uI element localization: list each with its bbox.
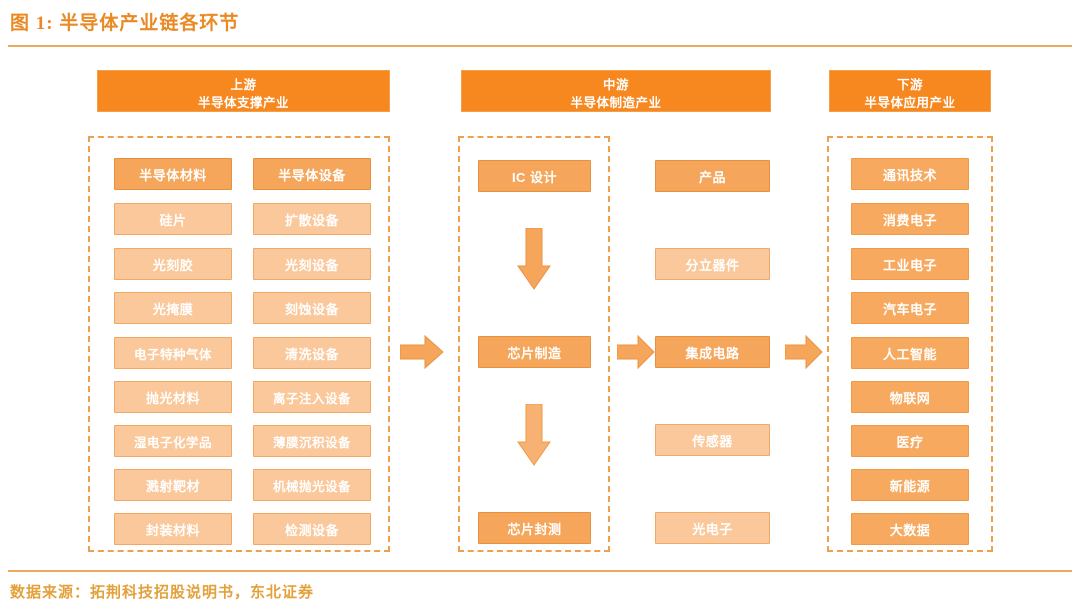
node-process-fab[interactable]: 芯片制造 (478, 336, 591, 368)
arrow-fab-to-test-icon (517, 404, 551, 466)
node-process-test[interactable]: 芯片封测 (478, 512, 591, 544)
node-process-ic-design[interactable]: IC 设计 (478, 160, 591, 192)
node-material-4[interactable]: 电子特种气体 (114, 337, 232, 369)
node-material-7[interactable]: 溅射靶材 (114, 469, 232, 501)
banner-upstream: 上游 半导体支撑产业 (97, 70, 390, 112)
node-material-5[interactable]: 抛光材料 (114, 381, 232, 413)
banner-midstream-line2: 半导体制造产业 (570, 96, 662, 111)
node-product-0[interactable]: 产品 (655, 160, 770, 192)
node-equipment-5[interactable]: 离子注入设备 (253, 381, 371, 413)
banner-midstream-line1: 中游 (602, 78, 629, 92)
title-divider (8, 45, 1072, 47)
node-product-4[interactable]: 光电子 (655, 512, 770, 544)
node-material-1[interactable]: 硅片 (114, 203, 232, 235)
arrow-ic-to-downstream-icon (785, 335, 823, 369)
node-application-7[interactable]: 新能源 (851, 469, 969, 501)
node-equipment-7[interactable]: 机械抛光设备 (253, 469, 371, 501)
node-equipment-8[interactable]: 检测设备 (253, 513, 371, 545)
banner-downstream-line1: 下游 (896, 78, 923, 92)
group-box-downstream (827, 136, 993, 552)
node-product-1[interactable]: 分立器件 (655, 248, 770, 280)
banner-downstream-line2: 半导体应用产业 (864, 96, 956, 111)
figure-title: 图 1: 半导体产业链各环节 (10, 13, 240, 34)
node-application-3[interactable]: 汽车电子 (851, 292, 969, 324)
node-application-5[interactable]: 物联网 (851, 381, 969, 413)
group-box-upstream (88, 136, 390, 552)
node-application-0[interactable]: 通讯技术 (851, 158, 969, 190)
node-equipment-0[interactable]: 半导体设备 (253, 158, 371, 190)
banner-upstream-line2: 半导体支撑产业 (197, 96, 289, 111)
arrow-fab-to-ic-icon (617, 335, 655, 369)
node-product-2[interactable]: 集成电路 (655, 336, 770, 368)
footer-divider (8, 570, 1072, 572)
banner-midstream: 中游 半导体制造产业 (461, 70, 771, 112)
arrow-upstream-to-midstream-icon (400, 335, 444, 369)
node-application-2[interactable]: 工业电子 (851, 248, 969, 280)
banner-upstream-line1: 上游 (230, 78, 257, 92)
node-equipment-4[interactable]: 清洗设备 (253, 337, 371, 369)
node-material-8[interactable]: 封装材料 (114, 513, 232, 545)
node-equipment-2[interactable]: 光刻设备 (253, 248, 371, 280)
node-equipment-6[interactable]: 薄膜沉积设备 (253, 425, 371, 457)
node-material-3[interactable]: 光掩膜 (114, 292, 232, 324)
source-note: 数据来源：拓荆科技招股说明书，东北证券 (10, 585, 315, 601)
node-product-3[interactable]: 传感器 (655, 424, 770, 456)
group-box-midstream-process (458, 136, 610, 552)
arrow-ic-design-to-fab-icon (517, 228, 551, 290)
node-material-6[interactable]: 湿电子化学品 (114, 425, 232, 457)
node-application-6[interactable]: 医疗 (851, 425, 969, 457)
node-application-4[interactable]: 人工智能 (851, 337, 969, 369)
node-application-1[interactable]: 消费电子 (851, 203, 969, 235)
node-equipment-3[interactable]: 刻蚀设备 (253, 292, 371, 324)
node-material-0[interactable]: 半导体材料 (114, 158, 232, 190)
node-equipment-1[interactable]: 扩散设备 (253, 203, 371, 235)
node-application-8[interactable]: 大数据 (851, 513, 969, 545)
node-material-2[interactable]: 光刻胶 (114, 248, 232, 280)
banner-downstream: 下游 半导体应用产业 (829, 70, 991, 112)
